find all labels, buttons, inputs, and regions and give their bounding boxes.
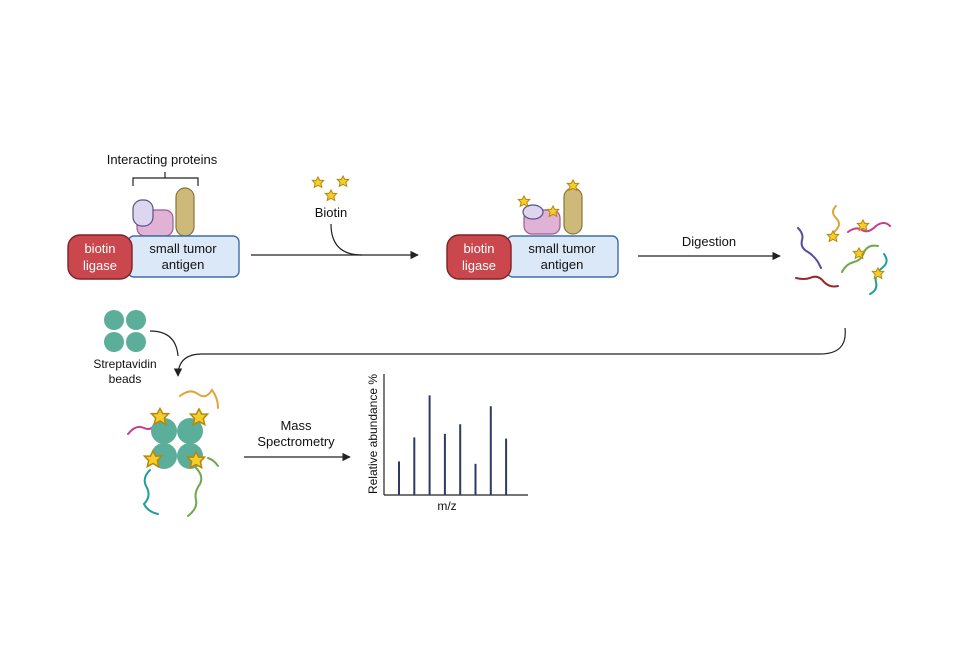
peptide-icon bbox=[207, 457, 219, 467]
peptide-icon bbox=[841, 244, 879, 273]
antigen-label-1a: small tumor bbox=[149, 241, 217, 256]
antigen-label-2a: small tumor bbox=[528, 241, 596, 256]
ligase-box-1: biotin ligase bbox=[67, 234, 133, 280]
antigen-box-1: small tumor antigen bbox=[127, 235, 240, 278]
spectrum-peaks bbox=[398, 395, 508, 495]
y-axis-label: Relative abundance % bbox=[366, 374, 380, 494]
digestion-label: Digestion bbox=[682, 234, 736, 249]
ligase-label-2a: biotin bbox=[463, 241, 494, 256]
streptavidin-curve bbox=[149, 330, 179, 357]
peptide-icon bbox=[797, 227, 822, 269]
mass-label-a: Mass bbox=[280, 418, 312, 433]
biotin-star-icon bbox=[311, 176, 325, 188]
antigen-label-2b: antigen bbox=[541, 257, 584, 272]
biotin-curve bbox=[330, 223, 363, 256]
peptide-icon bbox=[795, 275, 839, 288]
peptide-icon bbox=[187, 467, 203, 517]
biotin-star-icon bbox=[324, 189, 338, 201]
peptide-icon bbox=[832, 205, 840, 237]
peptide-icon bbox=[847, 222, 891, 233]
interacting-proteins-bracket: Interacting proteins bbox=[107, 152, 218, 186]
streptavidin-label-a: Streptavidin bbox=[93, 357, 156, 371]
interacting-proteins-2 bbox=[517, 179, 583, 235]
ligase-box-2: biotin ligase bbox=[446, 234, 512, 280]
peptide-icon bbox=[142, 469, 159, 515]
ligase-label-1b: ligase bbox=[83, 258, 117, 273]
x-axis-label: m/z bbox=[437, 499, 456, 513]
antigen-box-2: small tumor antigen bbox=[506, 235, 619, 278]
biotin-stars bbox=[311, 175, 350, 201]
peptide-icon bbox=[179, 388, 219, 409]
mass-spectrum: Relative abundance % m/z bbox=[366, 374, 528, 513]
ligase-label-1a: biotin bbox=[84, 241, 115, 256]
biotin-star-icon bbox=[871, 267, 885, 279]
ligase-label-2b: ligase bbox=[462, 258, 496, 273]
antigen-label-1b: antigen bbox=[162, 257, 205, 272]
mass-label-b: Spectrometry bbox=[257, 434, 335, 449]
biotin-label: Biotin bbox=[315, 205, 348, 220]
biotin-star-icon bbox=[517, 195, 531, 207]
return-arrow bbox=[173, 327, 846, 377]
streptavidin-bead-icon bbox=[104, 310, 146, 352]
interacting-proteins-label: Interacting proteins bbox=[107, 152, 218, 167]
biotin-star-icon bbox=[826, 230, 840, 242]
interacting-proteins-1 bbox=[132, 187, 195, 237]
biotin-star-icon bbox=[336, 175, 350, 187]
peptide-fragments bbox=[795, 205, 891, 295]
streptavidin-label-b: beads bbox=[109, 372, 142, 386]
